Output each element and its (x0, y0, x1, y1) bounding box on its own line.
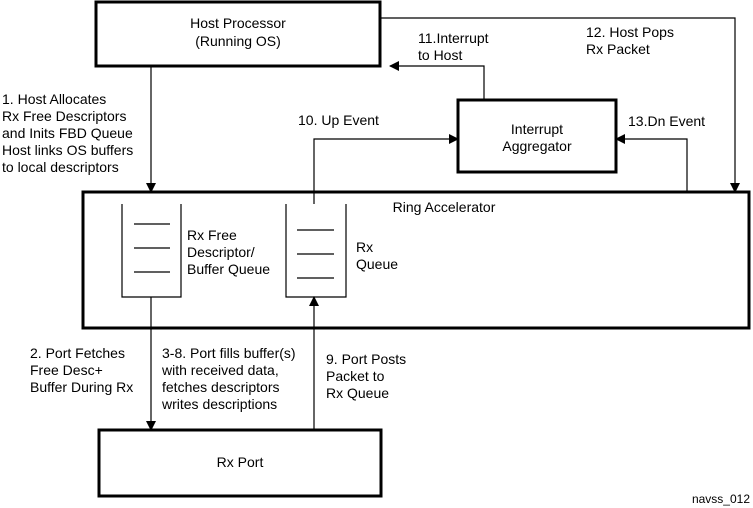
step-1-annotation: 1. Host Allocates Rx Free Descriptors an… (2, 91, 133, 175)
arrow-up-event (313, 134, 459, 204)
svg-text:Buffer During Rx: Buffer During Rx (30, 379, 133, 395)
svg-text:with received data,: with received data, (161, 362, 279, 378)
svg-text:fetches descriptors: fetches descriptors (162, 379, 280, 395)
free-queue-icon (121, 204, 182, 298)
svg-text:12. Host Pops: 12. Host Pops (586, 24, 674, 40)
rx-port-label: Rx Port (217, 454, 264, 470)
step-9-annotation: 9. Port Posts Packet to Rx Queue (326, 351, 406, 401)
svg-text:1. Host Allocates: 1. Host Allocates (2, 91, 106, 107)
ring-accelerator-title: Ring Accelerator (393, 199, 496, 215)
rx-queue-label-1: Rx (356, 239, 373, 255)
svg-text:9. Port Posts: 9. Port Posts (326, 351, 406, 367)
host-processor-box (94, 0, 382, 68)
host-processor-subtitle: (Running OS) (195, 33, 281, 49)
rx-queue-label-2: Queue (356, 256, 398, 272)
svg-text:Free Desc+: Free Desc+ (30, 362, 103, 378)
figure-id: navss_012 (692, 492, 750, 506)
step-13-annotation: 13.Dn Event (628, 113, 705, 129)
svg-text:Rx Free Descriptors: Rx Free Descriptors (2, 108, 126, 124)
svg-text:13.Dn Event: 13.Dn Event (628, 113, 705, 129)
rx-port-box (97, 428, 383, 498)
free-queue-label-3: Buffer Queue (187, 261, 270, 277)
step-10-annotation: 10. Up Event (298, 112, 379, 128)
svg-text:Rx Queue: Rx Queue (326, 385, 389, 401)
step-12-annotation: 12. Host Pops Rx Packet (586, 24, 674, 57)
svg-text:10. Up Event: 10. Up Event (298, 112, 379, 128)
rx-queue-icon (285, 204, 347, 298)
ring-accelerator-box (81, 190, 751, 330)
svg-text:Packet to: Packet to (326, 368, 385, 384)
step-2-annotation: 2. Port Fetches Free Desc+ Buffer During… (30, 345, 133, 395)
free-queue-label-1: Rx Free (187, 227, 237, 243)
step-3-8-annotation: 3-8. Port fills buffer(s) with received … (161, 345, 296, 412)
svg-text:to local descriptors: to local descriptors (2, 159, 119, 175)
free-queue-label-2: Descriptor/ (187, 244, 255, 260)
svg-text:to Host: to Host (418, 47, 462, 63)
arrow-interrupt-to-host (389, 61, 485, 100)
svg-text:and Inits FBD Queue: and Inits FBD Queue (2, 125, 133, 141)
svg-text:writes descriptions: writes descriptions (161, 396, 277, 412)
svg-text:2. Port Fetches: 2. Port Fetches (30, 345, 125, 361)
arrow-dn-event (615, 134, 688, 192)
svg-text:Host links OS buffers: Host links OS buffers (2, 142, 133, 158)
svg-text:Rx Packet: Rx Packet (586, 41, 650, 57)
aggregator-label-1: Interrupt (511, 121, 563, 137)
arrow-host-pops (380, 17, 740, 193)
svg-text:3-8. Port fills buffer(s): 3-8. Port fills buffer(s) (162, 345, 296, 361)
host-processor-title: Host Processor (190, 15, 286, 31)
svg-text:11.Interrupt: 11.Interrupt (418, 30, 489, 46)
aggregator-label-2: Aggregator (502, 138, 572, 154)
step-11-annotation: 11.Interrupt to Host (418, 30, 489, 63)
